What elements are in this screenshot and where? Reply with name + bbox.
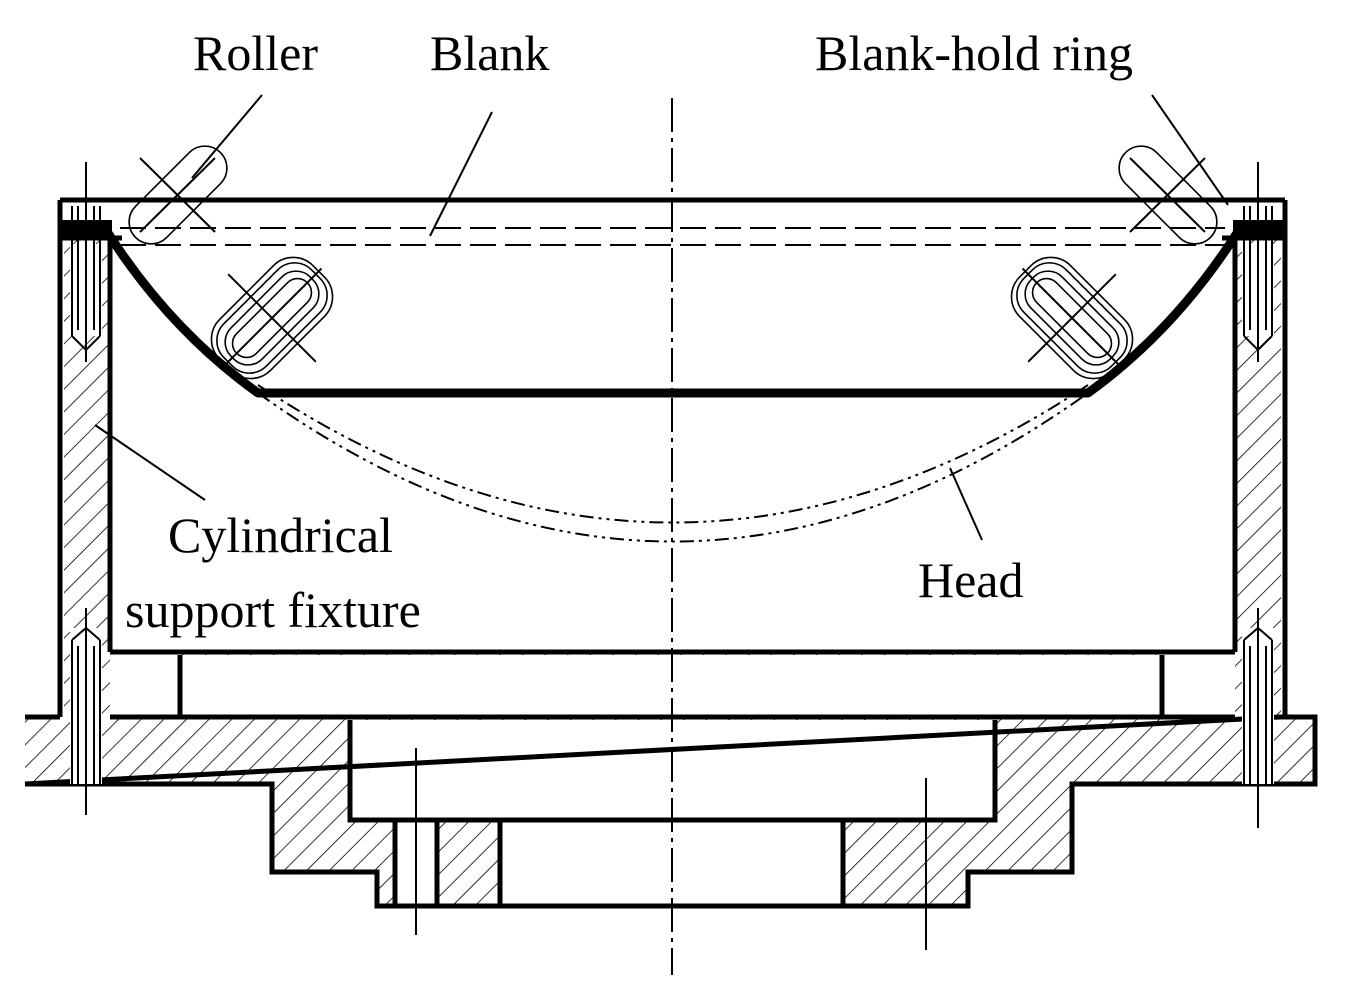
label-head: Head — [918, 552, 1024, 608]
formed-part — [104, 230, 1241, 398]
label-cylindrical: Cylindrical — [168, 507, 393, 563]
label-blank-hold-ring: Blank-hold ring — [815, 25, 1133, 81]
roller-lower-right — [1010, 256, 1134, 380]
roller-lower-left — [210, 256, 334, 380]
blank-outline — [120, 227, 1225, 246]
bolts — [71, 162, 1273, 950]
base-flange — [24, 649, 1318, 909]
roller-upper-right — [1118, 145, 1218, 245]
roller-upper-left — [128, 145, 228, 245]
leader-lines — [94, 94, 1229, 541]
label-roller: Roller — [193, 25, 318, 81]
label-blank: Blank — [430, 25, 549, 81]
rollers — [128, 145, 1218, 380]
label-support-fixture: support fixture — [125, 582, 421, 638]
